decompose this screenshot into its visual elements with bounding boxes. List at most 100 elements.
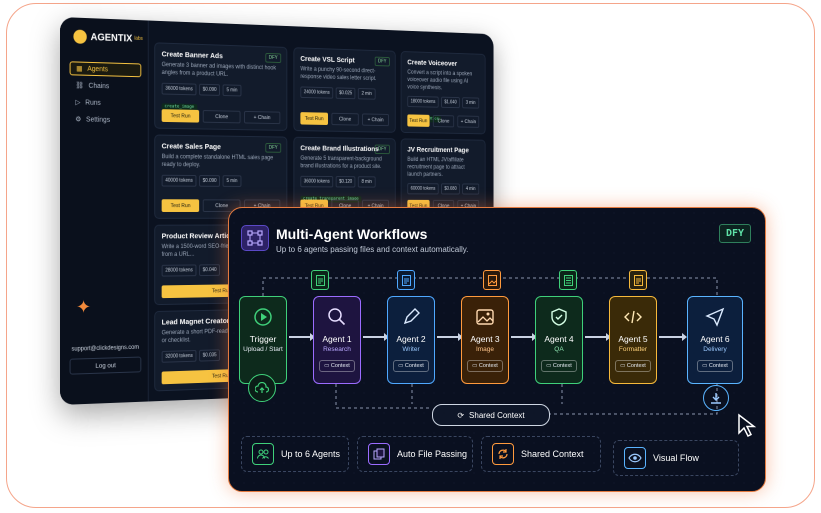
agent-node-5[interactable]: Agent 5 Formatter ▭ Context: [609, 296, 657, 384]
tokens-chip: 36000 tokens: [162, 82, 197, 95]
node-label: Agent 1: [322, 334, 351, 344]
dfy-tag: DFY: [265, 53, 281, 63]
search-icon: [326, 306, 348, 328]
card-description: Convert a script into a spoken voiceover…: [407, 70, 479, 94]
time-chip: 4 min: [462, 184, 478, 195]
agent-card: Create Voiceover Convert a script into a…: [401, 51, 486, 134]
sparkle-icon: ✦: [76, 297, 91, 318]
feature-shared-context: Shared Context: [481, 436, 601, 472]
context-label: Context: [709, 363, 728, 369]
code-icon: [622, 306, 644, 328]
play-icon: [252, 306, 274, 328]
context-chip: ▭ Context: [467, 360, 503, 372]
sidebar-item-label: Agents: [87, 65, 108, 73]
cost-chip: $0.090: [199, 175, 220, 187]
image-icon: [474, 306, 496, 328]
users-icon: [252, 443, 274, 465]
time-chip: 8 min: [358, 176, 375, 187]
add-chain-button[interactable]: + Chain: [458, 115, 480, 127]
add-chain-button[interactable]: + Chain: [244, 111, 281, 124]
node-sub: Upload / Start: [243, 346, 283, 353]
mouse-cursor-icon: [737, 413, 759, 444]
shared-context-hub: ⟳ Shared Context: [432, 404, 550, 426]
node-label: Agent 4: [544, 334, 573, 344]
download-icon[interactable]: [703, 385, 729, 411]
tokens-chip: 32000 tokens: [162, 350, 197, 363]
tokens-chip: 24000 tokens: [300, 86, 333, 98]
node-sub: Formatter: [619, 346, 647, 353]
node-label: Agent 3: [470, 334, 499, 344]
flow-arrow: [511, 336, 533, 338]
dfy-tag: DFY: [375, 145, 390, 155]
flow-arrow: [659, 336, 683, 338]
node-sub: Research: [323, 346, 351, 353]
tokens-chip: 28000 tokens: [162, 264, 197, 276]
trigger-node[interactable]: Trigger Upload / Start: [239, 296, 287, 384]
tokens-chip: 60000 tokens: [407, 183, 438, 194]
test-run-button[interactable]: Test Run: [162, 199, 200, 212]
cost-chip: $1.040: [441, 97, 460, 108]
logout-button[interactable]: Log out: [70, 357, 142, 375]
context-label: Context: [553, 363, 572, 369]
add-chain-button[interactable]: + Chain: [362, 113, 389, 126]
clone-button[interactable]: Clone: [203, 110, 240, 123]
node-sub: Delivery: [703, 346, 726, 353]
brand-name: AGENTIX: [91, 32, 133, 44]
agent-node-4[interactable]: Agent 4 QA ▭ Context: [535, 296, 583, 384]
sidebar-item-runs[interactable]: ▷Runs: [70, 95, 142, 110]
test-run-button[interactable]: Test Run: [162, 109, 200, 122]
context-chip: ▭ Context: [393, 360, 429, 372]
image-file-icon: [483, 270, 501, 290]
node-label: Trigger: [250, 334, 277, 344]
feature-label: Up to 6 Agents: [281, 449, 340, 459]
files-icon: [368, 443, 390, 465]
send-icon: [704, 306, 726, 328]
cost-chip: $0.035: [199, 349, 220, 361]
sidebar: AGENTIX labs ▦Agents ⛓Chains ▷Runs ⚙Sett…: [60, 17, 149, 405]
sidebar-item-settings[interactable]: ⚙Settings: [70, 112, 142, 127]
agent-node-2[interactable]: Agent 2 Writer ▭ Context: [387, 296, 435, 384]
eye-icon: [624, 447, 646, 469]
shared-context-label: Shared Context: [469, 411, 525, 420]
feature-visual-flow: Visual Flow: [613, 440, 739, 476]
feature-file-passing: Auto File Passing: [357, 436, 473, 472]
time-chip: 5 min: [223, 175, 241, 187]
card-title: JV Recruitment Page: [407, 145, 479, 154]
cost-chip: $0.025: [336, 87, 356, 99]
sidebar-item-agents[interactable]: ▦Agents: [70, 61, 142, 77]
time-chip: 5 min: [223, 84, 241, 96]
cost-chip: $0.120: [336, 176, 356, 187]
agent-node-3[interactable]: Agent 3 Image ▭ Context: [461, 296, 509, 384]
agent-card: Create Banner Ads DFY Generate 3 banner …: [154, 42, 287, 131]
user-email: support@clickdesigns.com: [72, 345, 139, 353]
test-run-button[interactable]: Test Run: [300, 112, 328, 125]
context-label: Context: [405, 363, 424, 369]
dfy-tag: DFY: [375, 57, 390, 67]
flow-arrow: [363, 336, 385, 338]
flow-arrow: [289, 336, 311, 338]
agent-node-6[interactable]: Agent 6 Delivery ▭ Context: [687, 296, 743, 384]
node-sub: Writer: [402, 346, 419, 353]
node-label: Agent 2: [396, 334, 425, 344]
feature-label: Visual Flow: [653, 453, 699, 463]
checklist-file-icon: [559, 270, 577, 290]
clone-button[interactable]: Clone: [433, 115, 455, 127]
pencil-icon: [400, 306, 422, 328]
clone-button[interactable]: Clone: [331, 113, 358, 126]
context-chip: ▭ Context: [319, 360, 355, 372]
card-title: Create Banner Ads: [162, 49, 281, 62]
cost-chip: $0.080: [441, 184, 460, 195]
agent-node-1[interactable]: Agent 1 Research ▭ Context: [313, 296, 361, 384]
cost-chip: $0.090: [199, 83, 220, 95]
file-icon: [397, 270, 415, 290]
feature-label: Auto File Passing: [397, 449, 467, 459]
upload-cloud-icon[interactable]: [248, 374, 276, 402]
tokens-chip: 40000 tokens: [162, 174, 197, 186]
chains-icon: ⛓: [75, 81, 83, 89]
node-label: Agent 5: [618, 334, 647, 344]
context-chip: ▭ Context: [541, 360, 577, 372]
sidebar-item-label: Chains: [89, 82, 110, 89]
test-run-button[interactable]: Test Run: [407, 114, 429, 126]
sidebar-item-chains[interactable]: ⛓ Chains: [70, 78, 142, 94]
shield-check-icon: [548, 306, 570, 328]
